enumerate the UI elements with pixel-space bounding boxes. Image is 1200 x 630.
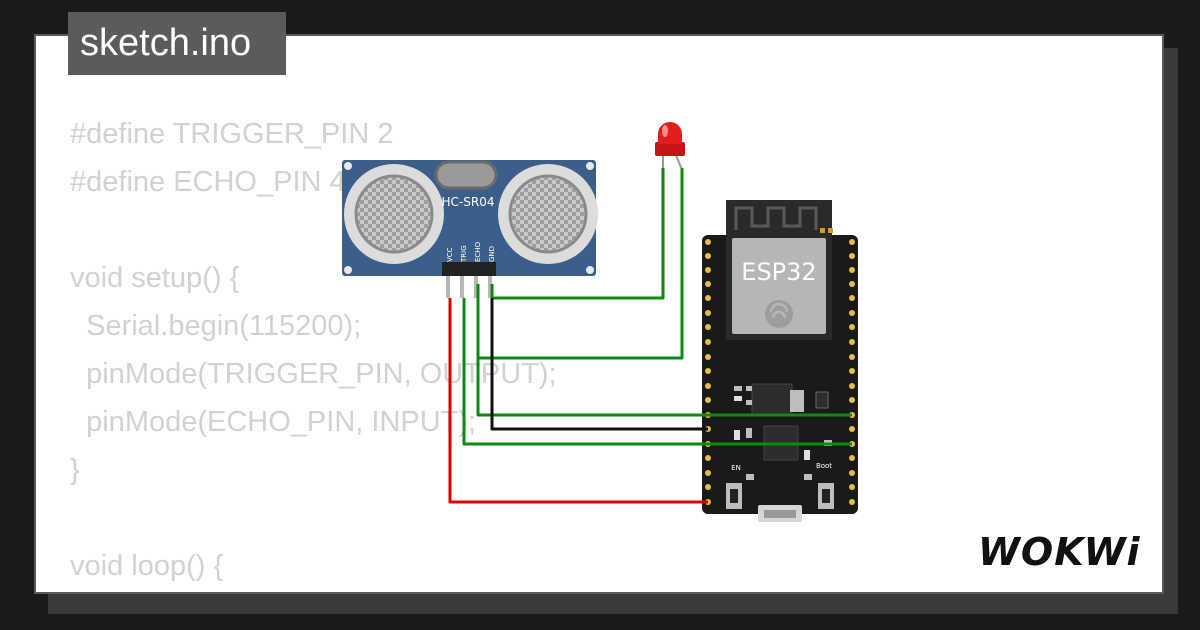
code-line: pinMode(ECHO_PIN, INPUT);: [70, 406, 477, 438]
red-led[interactable]: [655, 122, 685, 171]
smd-component: [815, 391, 829, 409]
smd-component: [734, 396, 742, 401]
wire-trig[interactable]: [462, 298, 852, 446]
code-line: #define ECHO_PIN 4: [70, 166, 346, 198]
esp32-devkit[interactable]: ESP32: [702, 200, 858, 522]
espressif-logo-icon: [769, 302, 789, 319]
smd-component: [734, 386, 742, 391]
pin-label-gnd: GND: [488, 246, 496, 262]
voltage-regulator: [751, 383, 793, 415]
wire-gnd[interactable]: [490, 298, 708, 431]
usb-port[interactable]: [764, 510, 796, 518]
led-lead: [675, 154, 683, 171]
mount-hole: [586, 266, 594, 274]
wire-vcc[interactable]: [448, 298, 708, 504]
pin[interactable]: [460, 276, 464, 298]
en-button-cap[interactable]: [730, 489, 738, 503]
boot-label: Boot: [816, 462, 832, 470]
sensor-model-label: HC-SR04: [442, 195, 495, 209]
project-preview-card: #define TRIGGER_PIN 2 #define ECHO_PIN 4 v…: [34, 34, 1164, 594]
regulator-tab: [790, 390, 804, 412]
wire-echo[interactable]: [476, 298, 708, 417]
led-highlight: [662, 125, 668, 137]
code-line: }: [70, 454, 80, 486]
smd-component: [804, 474, 812, 480]
antenna-pad: [820, 228, 825, 233]
led-base: [655, 142, 685, 156]
code-line: Serial.begin(115200);: [70, 310, 362, 342]
pin-label-vcc: VCC: [446, 247, 454, 262]
en-label: EN: [731, 464, 741, 472]
module-label: ESP32: [741, 258, 816, 286]
ultrasonic-sensor[interactable]: HC-SR04 VCC TRIG ECHO GND: [342, 160, 598, 298]
pin-label-echo: ECHO: [474, 241, 482, 262]
wokwi-logo-text: WOKWi: [978, 530, 1141, 574]
code-line: #define TRIGGER_PIN 2: [70, 118, 394, 150]
pin[interactable]: [446, 276, 450, 298]
code-line: void setup() {: [70, 262, 240, 294]
smd-component: [746, 386, 752, 391]
crystal-oscillator: [434, 160, 498, 190]
mount-hole: [344, 266, 352, 274]
smd-component: [746, 400, 752, 405]
antenna-pad: [828, 228, 833, 233]
smd-component: [804, 450, 810, 460]
smd-component: [746, 474, 754, 480]
mount-hole: [586, 162, 594, 170]
boot-button-cap[interactable]: [822, 489, 830, 503]
wokwi-logo: WOKWi: [978, 530, 1141, 574]
mount-hole: [344, 162, 352, 170]
code-line: void loop() {: [70, 550, 224, 582]
transducer-mesh-right: [508, 174, 588, 254]
wire-led[interactable]: [490, 168, 665, 300]
code-line: pinMode(TRIGGER_PIN, OUTPUT);: [70, 358, 557, 390]
pin[interactable]: [488, 276, 492, 298]
smd-component: [734, 430, 740, 440]
module-shield: [732, 238, 826, 334]
antenna-trace: [734, 206, 818, 230]
smd-component: [746, 428, 752, 438]
code-preview: #define TRIGGER_PIN 2 #define ECHO_PIN 4 v…: [70, 110, 557, 590]
pin-label-trig: TRIG: [460, 245, 468, 263]
transducer-mesh-left: [354, 174, 434, 254]
pin-header: [442, 262, 496, 276]
pin[interactable]: [474, 276, 478, 298]
led-body: [658, 122, 682, 144]
file-tab[interactable]: sketch.ino: [68, 12, 286, 75]
wires: [448, 168, 852, 504]
